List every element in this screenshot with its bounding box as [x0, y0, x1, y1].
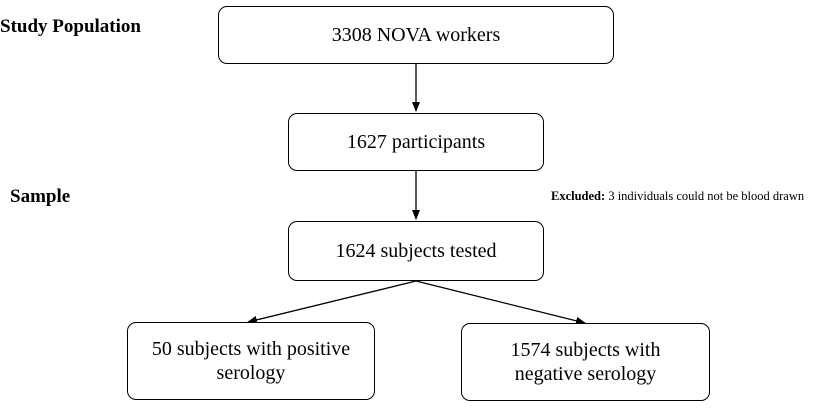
- positive-box-line2: serology: [216, 362, 286, 384]
- arrow-tested-to-negative: [415, 280, 586, 325]
- tested-box-text: 1624 subjects tested: [335, 240, 497, 262]
- sample-label: Sample: [10, 186, 71, 207]
- workers-box: 3308 NOVA workers: [218, 6, 614, 64]
- positive-box-line1: 50 subjects with positive: [151, 338, 351, 360]
- participants-box: 1627 participants: [288, 113, 544, 171]
- positive-box: 50 subjects with positive serology: [127, 322, 375, 400]
- participants-box-text: 1627 participants: [346, 131, 486, 153]
- arrow-tested-to-positive: [247, 280, 417, 324]
- negative-box-line1: 1574 subjects with: [510, 339, 661, 361]
- negative-box-line2: negative serology: [514, 363, 657, 385]
- excluded-note: Excluded: 3 individuals could not be blo…: [551, 189, 804, 204]
- excluded-prefix: Excluded:: [551, 189, 606, 203]
- excluded-text: 3 individuals could not be blood drawn: [605, 189, 805, 203]
- tested-box: 1624 subjects tested: [288, 221, 544, 281]
- workers-box-text: 3308 NOVA workers: [331, 24, 501, 46]
- negative-box: 1574 subjects with negative serology: [461, 323, 710, 401]
- study-population-label: Study Population: [0, 16, 141, 37]
